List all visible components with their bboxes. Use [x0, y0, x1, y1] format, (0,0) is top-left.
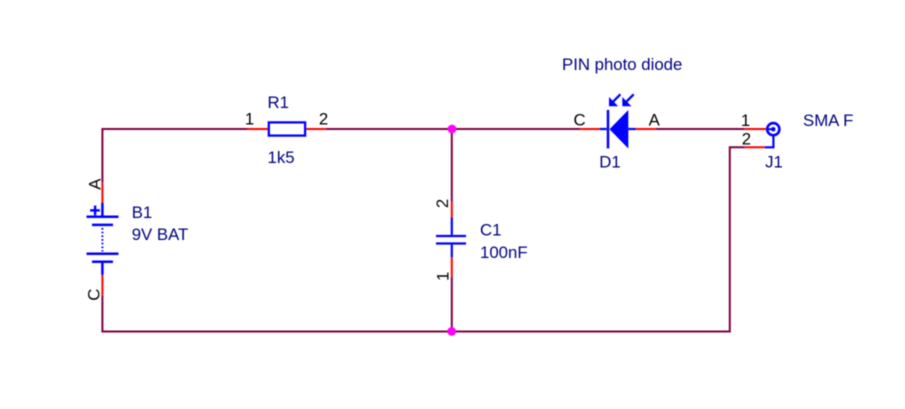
svg-text:A: A: [85, 178, 104, 190]
svg-text:100nF: 100nF: [480, 243, 528, 262]
svg-text:2: 2: [742, 130, 751, 149]
svg-text:B1: B1: [132, 203, 153, 222]
svg-text:D1: D1: [599, 153, 620, 172]
svg-text:1: 1: [434, 272, 453, 281]
svg-text:C: C: [574, 111, 586, 130]
svg-text:2: 2: [319, 110, 328, 129]
svg-text:A: A: [649, 111, 661, 130]
svg-text:C1: C1: [480, 221, 501, 240]
svg-text:SMA F: SMA F: [803, 111, 853, 130]
svg-text:9V BAT: 9V BAT: [132, 225, 189, 244]
svg-text:PIN photo diode: PIN photo diode: [562, 55, 682, 74]
svg-text:1: 1: [741, 111, 750, 130]
svg-text:1k5: 1k5: [268, 148, 295, 167]
svg-text:C: C: [85, 289, 104, 301]
svg-text:J1: J1: [765, 153, 783, 172]
svg-text:2: 2: [433, 199, 452, 208]
svg-text:R1: R1: [268, 93, 289, 112]
svg-text:1: 1: [245, 110, 254, 129]
